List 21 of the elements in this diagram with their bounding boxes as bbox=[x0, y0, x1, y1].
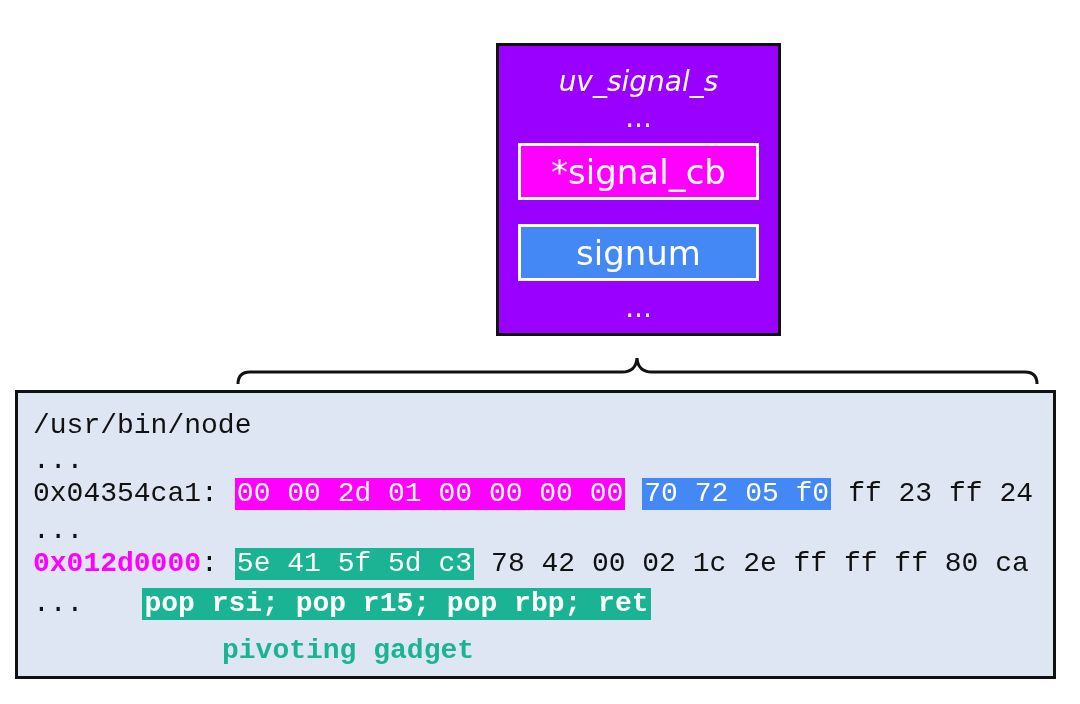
field-box: *signal_cb bbox=[518, 143, 759, 200]
bytes-highlight: 70 72 05 f0 bbox=[642, 478, 832, 510]
bytes-highlight: 00 00 2d 01 00 00 00 00 bbox=[234, 478, 626, 510]
bytes-highlight: 5e 41 5f 5d c3 bbox=[234, 548, 475, 580]
memory-text: 0x012d0000 bbox=[33, 548, 202, 580]
memory-text: /usr/bin/node bbox=[33, 410, 252, 442]
memory-text: ... bbox=[33, 445, 84, 477]
memory-text: pivoting gadget bbox=[222, 635, 475, 667]
ellipsis: ... bbox=[624, 294, 653, 322]
memory-text: 78 42 00 02 1c 2e ff ff ff 80 ca bbox=[491, 548, 1029, 580]
struct-box bbox=[496, 43, 781, 336]
memory-text: ... bbox=[33, 515, 84, 547]
memory-text: : bbox=[201, 548, 218, 580]
memory-text: ff 23 ff 24 bbox=[848, 478, 1033, 510]
instruction-highlight: pop rsi; pop r15; pop rbp; ret bbox=[142, 588, 651, 620]
memory-text: ... bbox=[33, 588, 84, 620]
memory-panel bbox=[15, 390, 1056, 679]
struct-name: uv_signal_s bbox=[557, 68, 720, 96]
memory-text: 0x04354ca1: bbox=[33, 478, 218, 510]
field-box: signum bbox=[518, 224, 759, 281]
ellipsis: ... bbox=[624, 104, 653, 132]
